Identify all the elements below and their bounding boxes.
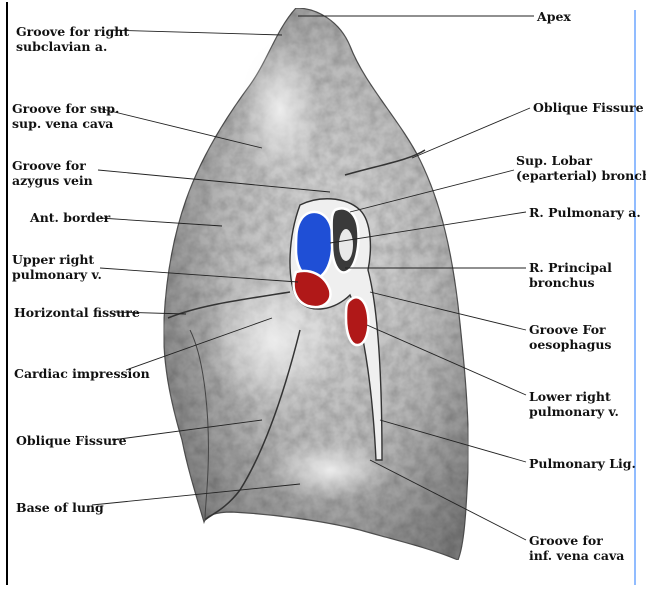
lower-right-pulmonary-vein: [344, 296, 370, 347]
label-groove-right-subclavian: Groove for right subclavian a.: [16, 24, 130, 54]
label-base-of-lung: Base of lung: [16, 500, 104, 515]
label-groove-inf-vena-cava: Groove for inf. vena cava: [529, 533, 625, 563]
label-pulmonary-lig: Pulmonary Lig.: [529, 456, 636, 471]
label-groove-oesophagus: Groove For oesophagus: [529, 322, 612, 352]
principal-bronchus-lumen: [339, 229, 353, 261]
leader-lines-right: [298, 15, 534, 541]
label-lower-right-pulmonary: Lower right pulmonary v.: [529, 389, 619, 419]
label-ant-border: Ant. border: [30, 210, 111, 225]
label-sup-lobar-bronchus: Sup. Lobar (eparterial) bronchus: [516, 153, 646, 183]
label-upper-right-pulmonary: Upper right pulmonary v.: [12, 252, 102, 282]
label-groove-sup-vena-cava: Groove for sup. sup. vena cava: [12, 101, 120, 131]
label-r-pulmonary-a: R. Pulmonary a.: [529, 205, 641, 220]
label-oblique-fissure-left: Oblique Fissure: [16, 433, 127, 448]
leader-lines-left: [91, 29, 331, 506]
label-r-principal-bronchus: R. Principal bronchus: [529, 260, 612, 290]
label-oblique-fissure-right: Oblique Fissure: [533, 100, 644, 115]
upper-impression-area: [240, 40, 320, 180]
upper-right-pulmonary-vein: [292, 269, 332, 309]
oblique-fissure-line: [344, 149, 426, 176]
front-border-line: [189, 329, 209, 521]
label-groove-azygus: Groove for azygus vein: [12, 158, 93, 188]
right-pulmonary-artery: [294, 210, 334, 280]
oblique-fissure-lower-line: [204, 329, 301, 521]
base-impression-area: [270, 440, 390, 500]
label-horizontal-fissure: Horizontal fissure: [14, 305, 140, 320]
label-cardiac-impression: Cardiac impression: [14, 366, 150, 381]
label-apex: Apex: [537, 9, 571, 24]
